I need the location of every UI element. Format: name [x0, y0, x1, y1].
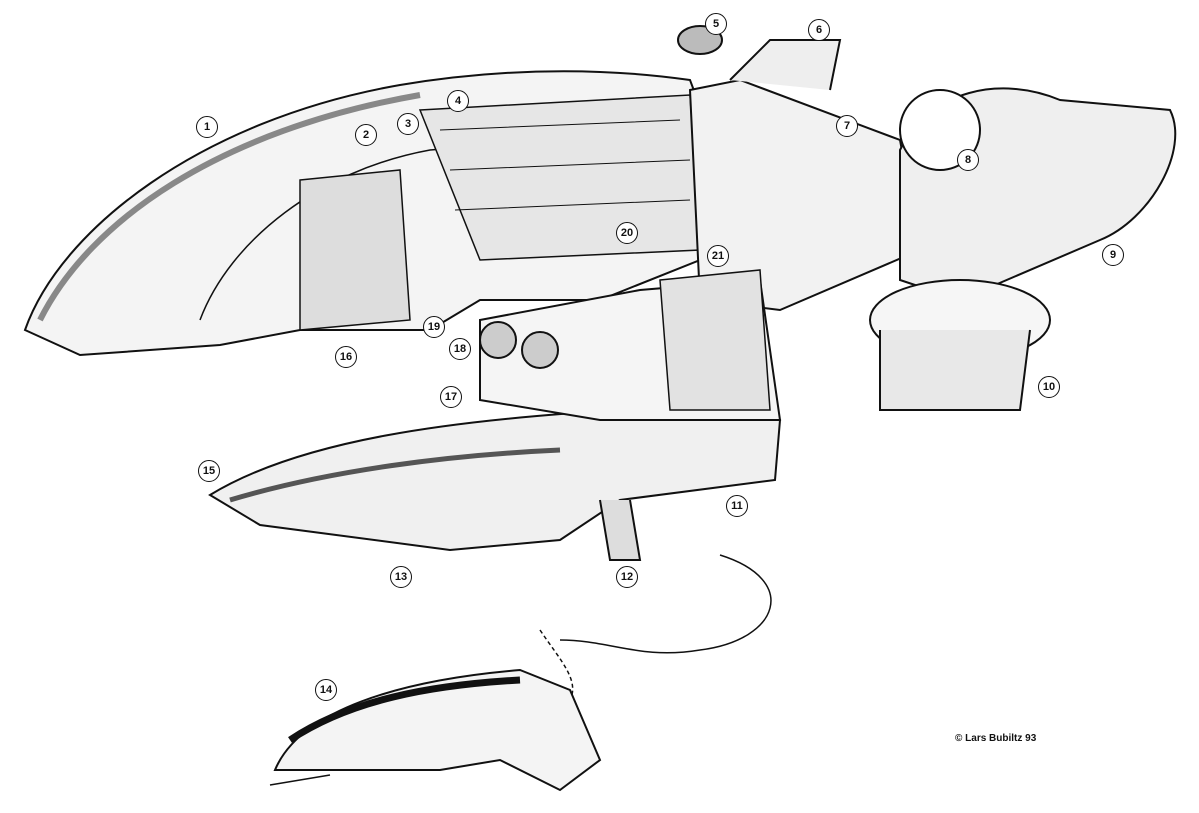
callout-10: 10 [1038, 376, 1060, 398]
engine-pod [869, 87, 1177, 411]
callout-18: 18 [449, 338, 471, 360]
callout-1: 1 [196, 116, 218, 138]
callout-8: 8 [957, 149, 979, 171]
main-hull [23, 70, 722, 357]
callout-11: 11 [726, 495, 748, 517]
central-cockpit [479, 269, 782, 421]
callout-9: 9 [1102, 244, 1124, 266]
callout-13: 13 [390, 566, 412, 588]
callout-2: 2 [355, 124, 377, 146]
callout-5: 5 [705, 13, 727, 35]
callout-21: 21 [707, 245, 729, 267]
callout-19: 19 [423, 316, 445, 338]
callout-16: 16 [335, 346, 357, 368]
callout-7: 7 [836, 115, 858, 137]
artist-credit: © Lars Bubiltz 93 [955, 733, 1037, 744]
lower-wing [208, 408, 782, 561]
callout-17: 17 [440, 386, 462, 408]
callout-20: 20 [616, 222, 638, 244]
callout-6: 6 [808, 19, 830, 41]
callout-15: 15 [198, 460, 220, 482]
callout-4: 4 [447, 90, 469, 112]
callout-14: 14 [315, 679, 337, 701]
small-fighter [269, 668, 602, 792]
spine-section [677, 25, 922, 312]
callout-12: 12 [616, 566, 638, 588]
callout-3: 3 [397, 113, 419, 135]
